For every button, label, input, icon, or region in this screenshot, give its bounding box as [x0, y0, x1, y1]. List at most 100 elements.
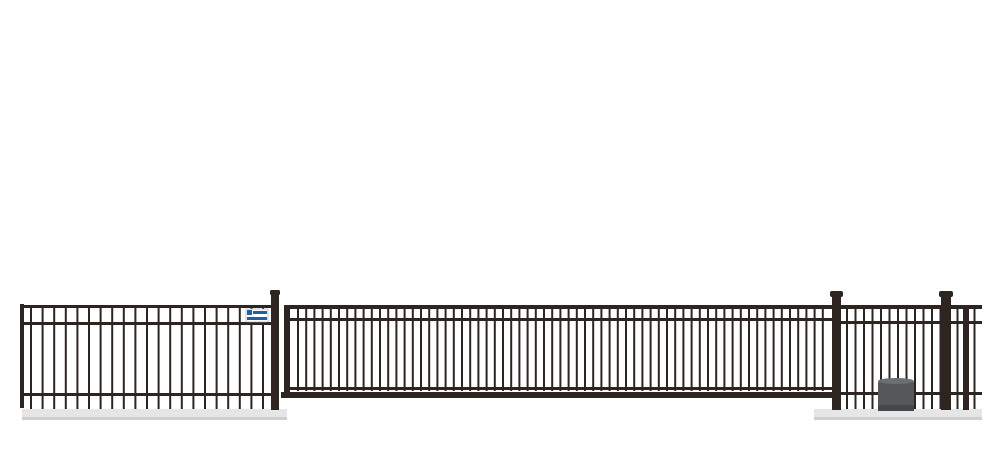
- left-picket: [122, 305, 125, 409]
- gate-operator-box-icon: [878, 378, 914, 411]
- right-picket: [854, 306, 857, 409]
- gate-picket: [731, 309, 734, 391]
- right-picket: [871, 306, 874, 409]
- gate-picket: [707, 309, 709, 391]
- gate-picket: [370, 309, 373, 391]
- gate-picket: [362, 309, 365, 391]
- left-picket: [192, 305, 195, 409]
- left-picket: [180, 305, 183, 409]
- right-picket: [939, 306, 942, 409]
- gate-picket: [625, 309, 627, 391]
- gate-picket: [469, 309, 472, 391]
- left-picket: [146, 305, 148, 409]
- gate-picket: [633, 309, 636, 391]
- gate-picket: [444, 309, 447, 391]
- gate-picket: [592, 309, 595, 391]
- right-picket: [897, 306, 899, 409]
- gate-picket: [338, 309, 340, 391]
- left-picket: [157, 305, 160, 409]
- left-picket: [111, 305, 114, 409]
- right-picket: [846, 306, 848, 409]
- gate-pickets: [297, 309, 824, 391]
- gate-top-rail: [284, 305, 836, 309]
- left-picket: [53, 305, 56, 409]
- gate-picket: [739, 309, 742, 391]
- gate-picket: [420, 309, 422, 391]
- gate-picket: [452, 309, 455, 391]
- left-picket: [204, 305, 206, 409]
- gate-latch-post: [270, 290, 280, 410]
- gate-picket: [805, 309, 808, 391]
- gate-picket: [485, 309, 488, 391]
- gate-picket: [395, 309, 398, 391]
- gate-picket: [772, 309, 775, 391]
- left-picket: [238, 305, 241, 409]
- sliding-gate: [281, 305, 841, 398]
- gate-picket: [297, 309, 299, 391]
- gate-picket: [411, 309, 414, 391]
- gate-picket: [575, 309, 578, 391]
- left-picket: [88, 305, 90, 409]
- gate-bottom-beam: [281, 392, 841, 398]
- brand-badge-icon: [245, 308, 269, 323]
- gate-picket: [715, 309, 718, 391]
- right-top-rail: [836, 305, 982, 309]
- right-mid-rail: [836, 321, 982, 324]
- left-picket: [64, 305, 67, 409]
- gate-picket: [682, 309, 685, 391]
- gate-picket: [748, 309, 750, 391]
- gate-picket: [789, 309, 791, 391]
- right-picket: [888, 306, 891, 409]
- gate-picket: [534, 309, 537, 391]
- right-picket: [905, 306, 908, 409]
- gate-picket: [436, 309, 439, 391]
- gate-picket: [551, 309, 554, 391]
- right-picket: [931, 306, 933, 409]
- gate-picket: [813, 309, 816, 391]
- gate-picket: [379, 309, 381, 391]
- left-picket: [76, 305, 79, 409]
- right-picket: [863, 306, 865, 409]
- left-concrete-pad: [22, 409, 287, 420]
- right-picket: [956, 306, 959, 409]
- gate-picket: [723, 309, 726, 391]
- roller-post-2: [941, 295, 951, 410]
- gate-picket: [510, 309, 513, 391]
- left-fence-panel: [20, 304, 275, 409]
- gate-picket: [518, 309, 521, 391]
- left-picket: [134, 305, 137, 409]
- right-fence-panel: [830, 291, 982, 410]
- gate-picket: [461, 309, 463, 391]
- left-picket: [227, 305, 230, 409]
- gate-picket: [313, 309, 316, 391]
- right-picket: [922, 306, 925, 409]
- left-picket: [41, 305, 44, 409]
- gate-picket: [666, 309, 668, 391]
- gate-picket: [346, 309, 349, 391]
- gate-picket: [690, 309, 693, 391]
- gate-picket: [428, 309, 431, 391]
- left-picket: [262, 305, 264, 409]
- right-concrete-pad: [814, 409, 982, 420]
- gate-picket: [559, 309, 562, 391]
- gate-picket: [567, 309, 570, 391]
- gate-picket: [756, 309, 759, 391]
- gate-picket: [641, 309, 644, 391]
- gate-picket: [608, 309, 611, 391]
- left-end-post: [20, 304, 24, 408]
- gate-picket: [305, 309, 308, 391]
- gate-picket: [616, 309, 619, 391]
- gate-picket: [764, 309, 767, 391]
- gate-picket: [797, 309, 800, 391]
- left-picket: [215, 305, 218, 409]
- right-end-post: [963, 306, 969, 410]
- gate-picket: [493, 309, 496, 391]
- gate-picket: [403, 309, 406, 391]
- gate-picket: [600, 309, 603, 391]
- gate-picket: [387, 309, 390, 391]
- right-picket: [914, 306, 916, 409]
- left-picket: [169, 305, 172, 409]
- left-panel-pickets: [30, 305, 264, 409]
- gate-picket: [674, 309, 677, 391]
